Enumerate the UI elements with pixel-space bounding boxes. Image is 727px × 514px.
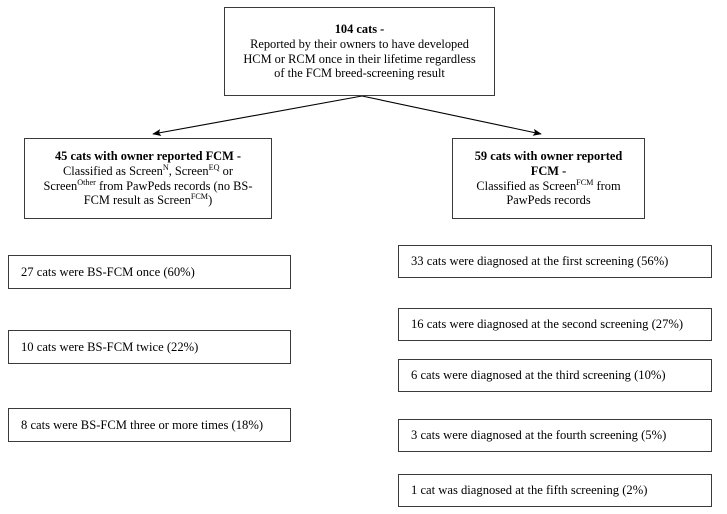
root-line-2: HCM or RCM once in their lifetime regard… xyxy=(243,51,476,66)
branch-left-l3-post: ) xyxy=(208,193,213,208)
branch-right-line-2: PawPeds records xyxy=(506,193,591,208)
left-result-2-label: 10 cats were BS-FCM twice (22%) xyxy=(21,339,199,354)
left-result-1-label: 27 cats were BS-FCM once (60%) xyxy=(21,264,195,279)
node-branch-right-screenfcm: 59 cats with owner reported FCM - Classi… xyxy=(452,138,645,219)
branch-right-line-1: Classified as ScreenFCM from xyxy=(476,177,621,194)
node-right-result-1: 33 cats were diagnosed at the first scre… xyxy=(398,245,712,278)
branch-right-l1-sup: FCM xyxy=(576,177,594,187)
root-line-3: of the FCM breed-screening result xyxy=(274,66,445,81)
right-result-2-label: 16 cats were diagnosed at the second scr… xyxy=(411,317,684,332)
root-line-1: Reported by their owners to have develop… xyxy=(250,36,469,51)
node-root-population: 104 cats - Reported by their owners to h… xyxy=(224,7,495,96)
branch-left-l2-pre: Screen xyxy=(43,178,78,193)
arrow-root-to-right xyxy=(361,95,542,136)
branch-left-l3-sup: FCM xyxy=(190,192,209,201)
right-result-1-label: 33 cats were diagnosed at the first scre… xyxy=(411,254,669,269)
branch-left-l1-pre: Classified as Screen xyxy=(63,163,163,178)
branch-left-title: 45 cats with owner reported FCM - xyxy=(54,149,242,164)
branch-right-l1-post: from xyxy=(593,178,621,193)
node-left-result-1: 27 cats were BS-FCM once (60%) xyxy=(8,255,291,289)
branch-left-l1-sup1: N xyxy=(162,162,169,172)
branch-left-line-2: ScreenOther from PawPeds records (no BS- xyxy=(43,177,253,194)
root-title: 104 cats - xyxy=(334,22,385,37)
node-branch-left-non-screenfcm: 45 cats with owner reported FCM - Classi… xyxy=(24,138,272,219)
branch-right-title-line-1: 59 cats with owner reported xyxy=(474,149,623,164)
branch-right-title-line-2: FCM - xyxy=(530,163,567,178)
node-right-result-5: 1 cat was diagnosed at the fifth screeni… xyxy=(398,474,712,507)
right-result-5-label: 1 cat was diagnosed at the fifth screeni… xyxy=(411,483,648,498)
node-right-result-2: 16 cats were diagnosed at the second scr… xyxy=(398,308,712,341)
branch-left-l1-post: or xyxy=(219,163,233,178)
left-result-3-label: 8 cats were BS-FCM three or more times (… xyxy=(21,417,264,432)
branch-left-l2-sup: Other xyxy=(77,177,96,187)
branch-left-line-3: FCM result as ScreenFCM) xyxy=(83,192,213,208)
branch-right-l1-pre: Classified as Screen xyxy=(476,178,577,193)
node-left-result-3: 8 cats were BS-FCM three or more times (… xyxy=(8,408,291,442)
node-right-result-4: 3 cats were diagnosed at the fourth scre… xyxy=(398,419,712,452)
node-left-result-2: 10 cats were BS-FCM twice (22%) xyxy=(8,330,291,364)
branch-left-l3-pre: FCM result as Screen xyxy=(83,193,191,208)
branch-left-l1-mid: , Screen xyxy=(168,163,209,178)
node-right-result-3: 6 cats were diagnosed at the third scree… xyxy=(398,359,712,392)
right-result-3-label: 6 cats were diagnosed at the third scree… xyxy=(411,368,666,383)
branch-left-l1-sup2: EQ xyxy=(208,162,220,172)
branch-left-l2-post: from PawPeds records (no BS- xyxy=(95,178,253,193)
branch-left-line-1: Classified as ScreenN, ScreenEQ or xyxy=(63,162,233,179)
right-result-4-label: 3 cats were diagnosed at the fourth scre… xyxy=(411,428,667,443)
arrow-root-to-left xyxy=(152,95,363,137)
